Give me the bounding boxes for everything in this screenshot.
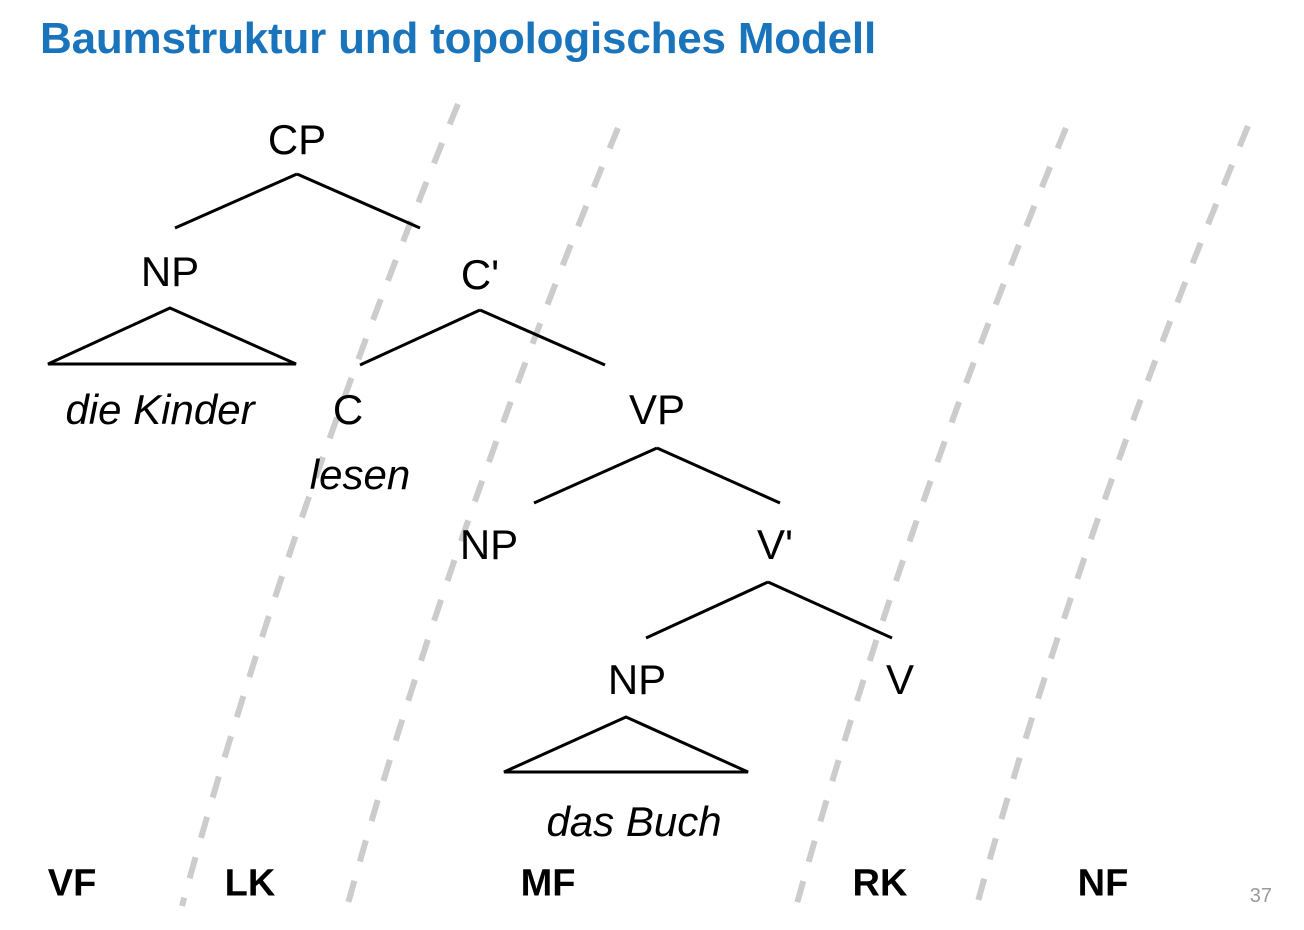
tree-branch-lines — [174, 172, 893, 640]
tree-node-NP2: NP — [459, 521, 519, 568]
tree-terminal-t1: die Kinder — [65, 386, 255, 433]
page-title: Baumstruktur und topologisches Modell — [40, 14, 876, 63]
branch-VP-to-NP2 — [533, 446, 658, 505]
branch-CP-to-NP1 — [174, 172, 298, 230]
tree-node-NP3: NP — [607, 656, 667, 703]
tree-node-NP1: NP — [140, 248, 200, 295]
branch-Vbar-to-V — [767, 580, 893, 640]
tree-node-Vbar: V' — [756, 521, 794, 568]
field-divider-d2 — [341, 126, 621, 919]
field-divider-d4 — [972, 124, 1251, 913]
tree-terminal-t3: das Buch — [546, 798, 722, 845]
tree-node-C: C — [332, 386, 364, 433]
tree-node-VP: VP — [628, 386, 686, 433]
branch-Vbar-to-NP3 — [645, 580, 769, 640]
field-label-RK: RK — [852, 862, 908, 905]
field-label-MF: MF — [520, 862, 576, 905]
field-label-LK: LK — [224, 862, 276, 905]
field-divider-d1 — [179, 102, 461, 907]
tree-terminal-t2: lesen — [309, 451, 411, 498]
branch-Cbar-to-VP — [479, 308, 606, 367]
triangle-NP1 — [47, 306, 297, 366]
tree-triangles — [47, 306, 749, 774]
tree-node-Cbar: C' — [460, 251, 500, 298]
tree-node-CP: CP — [267, 116, 327, 163]
topological-field-dividers — [179, 102, 1251, 919]
field-divider-d3 — [790, 126, 1069, 919]
triangle-NP3 — [503, 715, 749, 774]
field-label-NF: NF — [1077, 862, 1129, 905]
tree-node-V: V — [885, 656, 915, 703]
branch-Cbar-to-C — [359, 308, 481, 367]
branch-VP-to-Vbar — [656, 446, 781, 505]
page-number: 37 — [1249, 885, 1272, 907]
branch-CP-to-Cbar — [296, 172, 421, 230]
field-label-VF: VF — [47, 862, 97, 905]
